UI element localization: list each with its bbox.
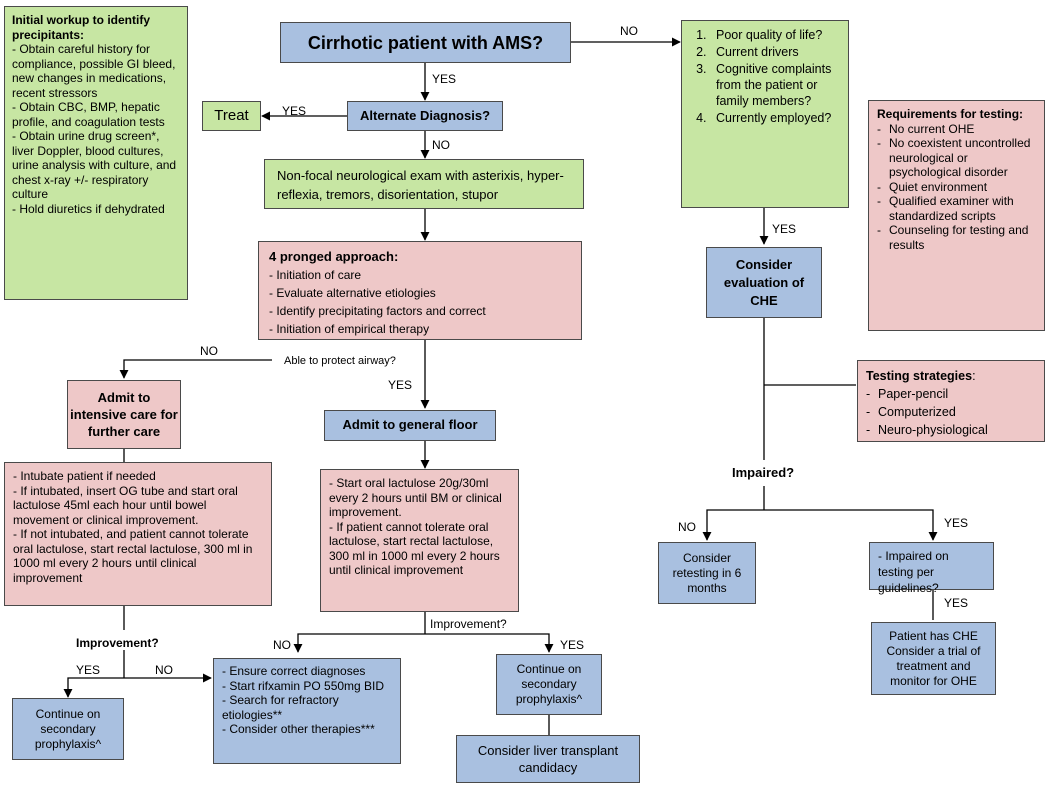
requirement-item: No coexistent uncontrolled neurological … (877, 136, 1036, 180)
requirement-item: Quiet environment (877, 180, 1036, 195)
patient-che-node: Patient has CHE Consider a trial of trea… (871, 622, 996, 695)
start-node: Cirrhotic patient with AMS? (280, 22, 571, 63)
approach-item: - Identify precipitating factors and cor… (269, 304, 486, 318)
continue-prophylaxis-mid: Continue on secondary prophylaxis^ (496, 654, 602, 715)
icu-node: Admit to intensive care for further care (67, 380, 181, 449)
edge-label-no: NO (200, 344, 218, 358)
approach-item: - Evaluate alternative etiologies (269, 286, 436, 300)
requirement-item: Counseling for testing and results (877, 223, 1036, 252)
treat-node: Treat (202, 101, 261, 131)
refractory-box: - Ensure correct diagnoses - Start rifxa… (213, 658, 401, 764)
testing-strategies-box: Testing strategies: Paper-pencil Compute… (857, 360, 1045, 442)
edge-label-yes: YES (282, 104, 307, 118)
approach-item: - Initiation of empirical therapy (269, 322, 430, 336)
testing-strategies-colon: : (972, 369, 976, 383)
testing-strategies-title: Testing strategies (866, 369, 973, 383)
workup-title: Initial workup to identify precipitants: (12, 13, 150, 42)
edge-label-yes: YES (944, 516, 969, 530)
floor-treatment-box: - Start oral lactulose 20g/30ml every 2 … (320, 469, 519, 612)
icu-treatment-box: - Intubate patient if needed - If intuba… (4, 462, 272, 606)
floor-treatment-item: - Start oral lactulose 20g/30ml every 2 … (329, 476, 502, 519)
floor-treatment-item: - If patient cannot tolerate oral lactul… (329, 519, 500, 578)
requirements-title: Requirements for testing: (877, 107, 1024, 121)
edge-label-yes: YES (76, 663, 101, 677)
strategy-item: Paper-pencil (866, 385, 1036, 403)
workup-item: - Obtain urine drug screen*, liver Doppl… (12, 129, 177, 201)
screening-questions-box: Poor quality of life? Current drivers Co… (681, 20, 849, 208)
neuro-exam-node: Non-focal neurological exam with asterix… (264, 159, 584, 209)
refractory-item: - Consider other therapies*** (222, 722, 375, 736)
general-floor-node: Admit to general floor (324, 410, 496, 441)
requirement-item: No current OHE (877, 122, 1036, 137)
edge-label-no: NO (155, 663, 173, 677)
requirement-item: Qualified examiner with standardized scr… (877, 194, 1036, 223)
workup-box: Initial workup to identify precipitants:… (4, 6, 188, 300)
consider-che-node: Consider evaluation of CHE (706, 247, 822, 318)
edge-label-yes: YES (944, 596, 969, 610)
impaired-guidelines-node: - Impaired on testing per guidelines? (869, 542, 994, 595)
improvement-question: Improvement? (76, 636, 159, 650)
requirements-box: Requirements for testing: No current OHE… (868, 100, 1045, 331)
approach-box: 4 pronged approach: - Initiation of care… (258, 241, 582, 340)
screening-question: Poor quality of life? (710, 27, 842, 43)
edge-label-yes: YES (432, 72, 457, 86)
screening-question: Cognitive complaints from the patient or… (710, 61, 842, 109)
retest-node: Consider retesting in 6 months (658, 542, 756, 604)
edge-label-no: NO (620, 24, 638, 38)
alternate-diagnosis-node: Alternate Diagnosis? (347, 101, 503, 131)
approach-item: - Initiation of care (269, 268, 362, 282)
edge-label-no: NO (432, 138, 450, 152)
edge-label-yes: YES (772, 222, 797, 236)
approach-title: 4 pronged approach: (269, 249, 399, 264)
workup-item: - Obtain CBC, BMP, hepatic profile, and … (12, 100, 165, 129)
strategy-item: Computerized (866, 403, 1036, 421)
refractory-item: - Ensure correct diagnoses (222, 664, 366, 678)
improvement-question: Improvement? (430, 617, 507, 631)
strategy-item: Neuro-physiological (866, 421, 1036, 439)
icu-treatment-item: - Intubate patient if needed (13, 469, 156, 483)
edge-label-yes: YES (388, 378, 413, 392)
airway-question: Able to protect airway? (282, 354, 398, 368)
impaired-question: Impaired? (732, 465, 795, 480)
screening-question: Currently employed? (710, 110, 842, 126)
refractory-item: - Start rifxamin PO 550mg BID (222, 678, 385, 693)
edge-label-no: NO (678, 520, 696, 534)
edge-label-yes: YES (560, 638, 585, 652)
screening-question: Current drivers (710, 44, 842, 60)
continue-prophylaxis-left: Continue on secondary prophylaxis^ (12, 698, 124, 760)
edge-label-no: NO (273, 638, 291, 652)
icu-treatment-item: - If not intubated, and patient cannot t… (13, 527, 253, 585)
workup-item: - Obtain careful history for compliance,… (12, 42, 176, 100)
refractory-item: - Search for refractory etiologies** (222, 693, 339, 722)
workup-item: - Hold diuretics if dehydrated (12, 201, 165, 216)
transplant-node: Consider liver transplant candidacy (456, 735, 640, 783)
icu-treatment-item: - If intubated, insert OG tube and start… (13, 483, 238, 527)
